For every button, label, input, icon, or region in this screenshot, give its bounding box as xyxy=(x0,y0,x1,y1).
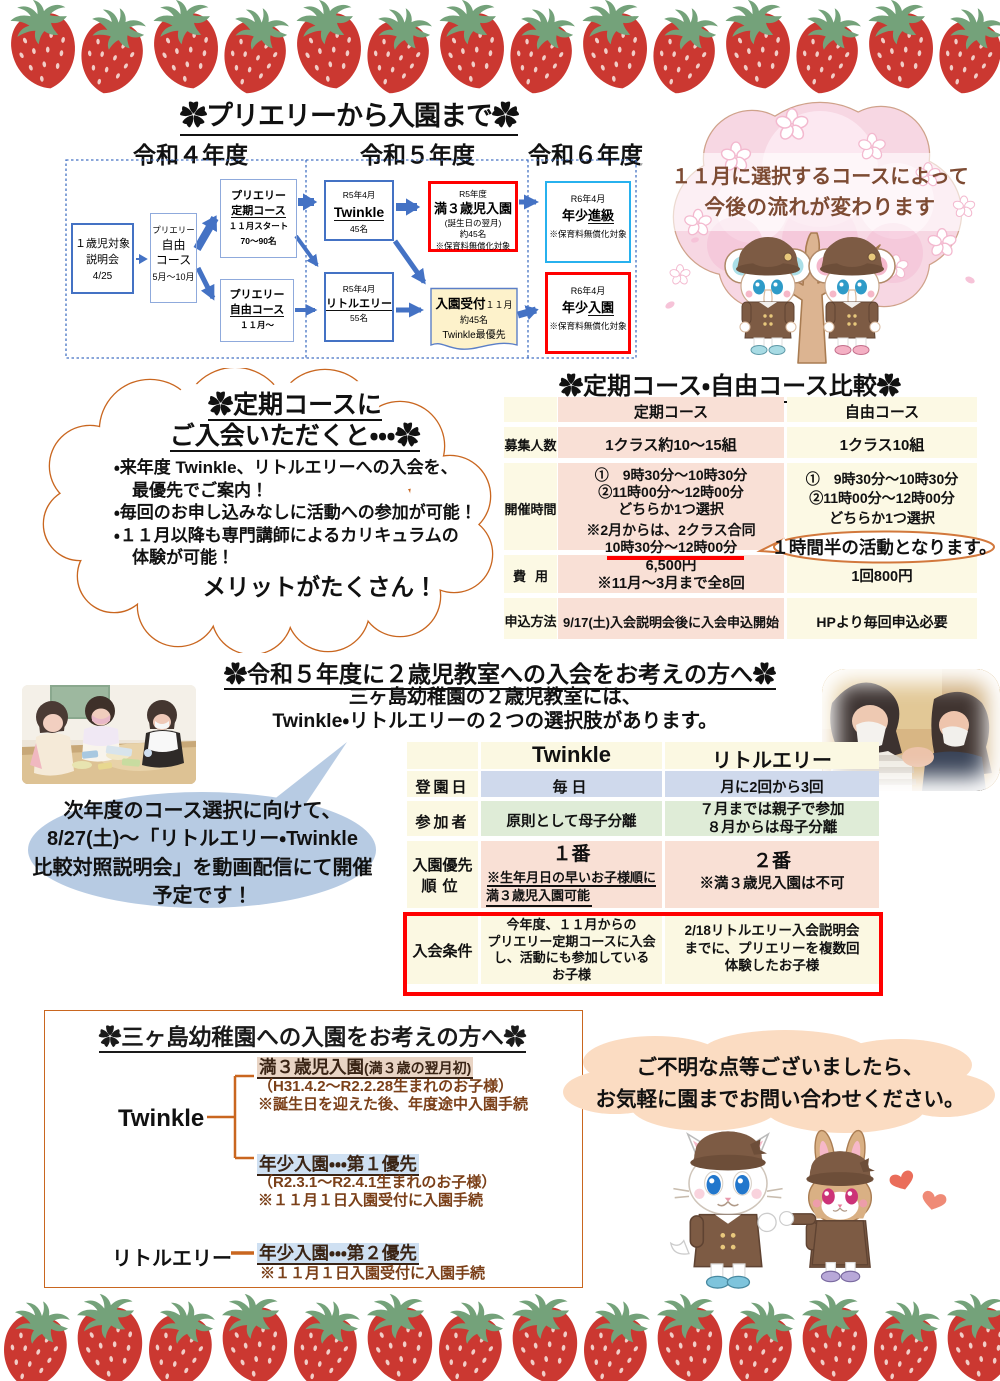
svg-text:今後の流れが変わります: 今後の流れが変わります xyxy=(705,195,936,219)
svg-text:１１月に選択するコースによって: １１月に選択するコースによって xyxy=(671,164,968,188)
svg-text:１時間半の活動となります。: １時間半の活動となります。 xyxy=(771,538,996,558)
